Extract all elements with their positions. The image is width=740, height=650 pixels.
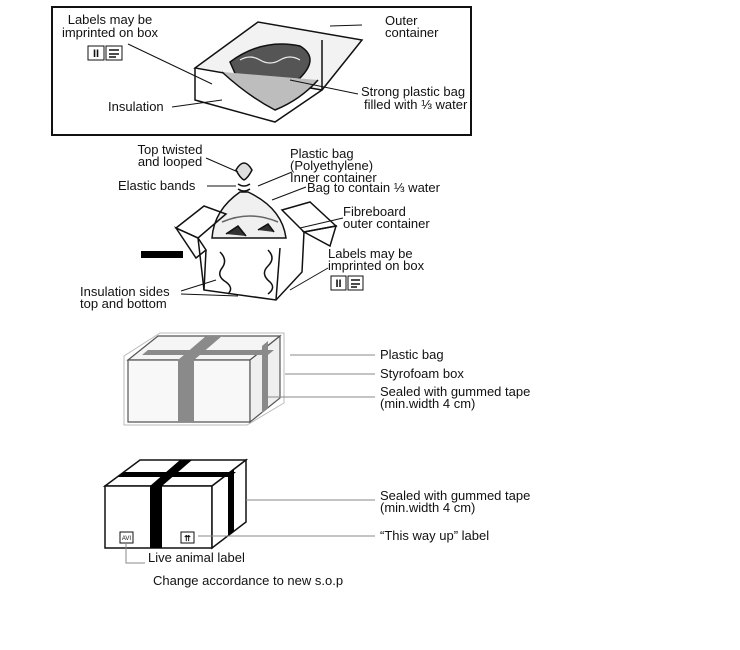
insulation-text: Insulation bbox=[108, 99, 164, 114]
panel-sealed-outer-box: AVI ⇈ Sealed with gummed tape (min.width… bbox=[102, 458, 530, 565]
panel-insulated-container: II Labels may be imprinted on box Outer … bbox=[51, 6, 472, 136]
insulation-sides-text-2: top and bottom bbox=[80, 296, 167, 311]
outer-container-drawing bbox=[193, 21, 364, 123]
outer-container-text-2: container bbox=[385, 25, 439, 40]
elastic-bands-text: Elastic bands bbox=[118, 178, 196, 193]
panel3-sealed-text-2: (min.width 4 cm) bbox=[380, 396, 475, 411]
panel-bag-in-fibreboard: II Top twisted and looped Plastic bag (P… bbox=[80, 142, 441, 311]
this-way-up-text: “This way up” label bbox=[380, 528, 489, 543]
plastic-bag-text-2: (Polyethylene) bbox=[290, 158, 373, 173]
panel1-labels-text: Labels may be bbox=[68, 12, 153, 27]
this-way-up-arrows-icon: ⇈ bbox=[184, 534, 191, 543]
plastic-bag-text-3: Inner container bbox=[290, 170, 377, 185]
gray-tape-side bbox=[262, 341, 268, 413]
gray-tape-band bbox=[142, 350, 274, 355]
avi-label-text: AVI bbox=[122, 536, 132, 542]
svg-text:II: II bbox=[93, 48, 99, 60]
footer-note: Change accordance to new s.o.p bbox=[153, 573, 343, 588]
insulation-sides-text: Insulation sides bbox=[80, 284, 170, 299]
plastic-bag-outline bbox=[123, 332, 285, 426]
orientation-label-icon: II bbox=[87, 45, 123, 61]
panel1-frame bbox=[51, 6, 472, 136]
this-way-up-tag bbox=[180, 531, 195, 544]
panel1-labels-text-2: imprinted on box bbox=[62, 25, 159, 40]
bag-water-text: Bag to contain ⅓ water bbox=[307, 180, 441, 195]
live-animal-text: Live animal label bbox=[148, 550, 245, 565]
panel-styrofoam-box: Plastic bag Styrofoam box Sealed with gu… bbox=[123, 332, 530, 426]
plastic-bag-label: Plastic bag bbox=[380, 347, 444, 362]
panel2-labels-text-2: imprinted on box bbox=[328, 258, 425, 273]
black-tape-band bbox=[118, 472, 236, 477]
panel4-sealed-text: Sealed with gummed tape bbox=[380, 488, 530, 503]
fibreboard-text-2: outer container bbox=[343, 216, 430, 231]
fibreboard-box-drawing bbox=[173, 162, 338, 301]
top-twisted-text-2: and looped bbox=[138, 154, 202, 169]
fibreboard-text: Fibreboard bbox=[343, 204, 406, 219]
panel3-sealed-text: Sealed with gummed tape bbox=[380, 384, 530, 399]
strong-bag-text-2: filled with ⅓ water bbox=[364, 97, 468, 112]
panel4-sealed-text-2: (min.width 4 cm) bbox=[380, 500, 475, 515]
plastic-bag-text: Plastic bag bbox=[290, 146, 354, 161]
top-twisted-text: Top twisted bbox=[137, 142, 202, 157]
orientation-label-icon-2: II bbox=[330, 275, 364, 291]
panel2-labels-text: Labels may be bbox=[328, 246, 413, 261]
strong-bag-text: Strong plastic bag bbox=[361, 84, 465, 99]
black-tape-side bbox=[228, 469, 234, 536]
black-tape-front bbox=[150, 486, 162, 548]
styrofoam-label: Styrofoam box bbox=[380, 366, 464, 381]
svg-text:II: II bbox=[335, 278, 341, 290]
gray-tape-front bbox=[178, 360, 194, 422]
redaction-bar bbox=[141, 251, 183, 258]
outer-container-text: Outer bbox=[385, 13, 418, 28]
